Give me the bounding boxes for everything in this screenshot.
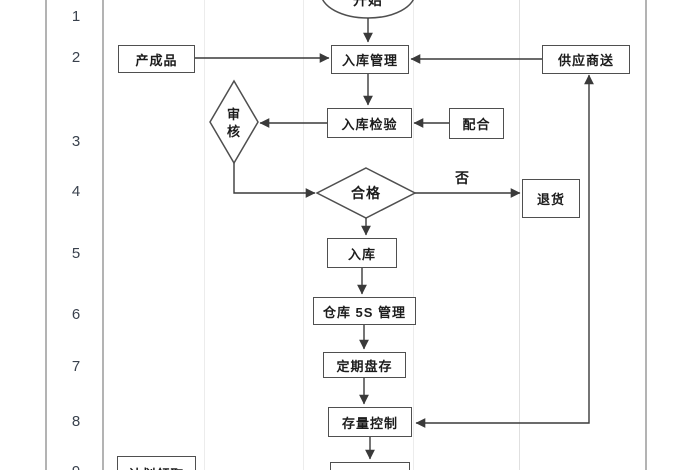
lane-number: 7	[71, 358, 81, 375]
grid-column-line	[413, 0, 414, 470]
node-inbound-management: 入库管理	[331, 45, 409, 74]
grid-column-line	[204, 0, 205, 470]
lane-number: 8	[71, 413, 81, 430]
review-decision-shape	[209, 79, 259, 165]
grid-border-left	[45, 0, 47, 470]
connector-review-to-qualified	[233, 163, 316, 198]
node-cooperate: 配合	[449, 108, 504, 139]
node-stock-control: 存量控制	[328, 407, 412, 437]
node-inbound-inspection: 入库检验	[327, 108, 412, 138]
lane-number: 5	[71, 245, 81, 262]
lane-number: 1	[71, 8, 81, 25]
lane-number: 2	[71, 49, 81, 66]
node-supplier-delivery: 供应商送	[542, 45, 630, 74]
node-return-goods: 退货	[522, 179, 580, 218]
grid-column-line	[303, 0, 304, 470]
lane-number: 4	[71, 183, 81, 200]
node-warehouse-5s-management: 仓库 5S 管理	[313, 297, 416, 325]
node-periodic-stocktaking: 定期盘存	[323, 352, 406, 378]
lane-number: 9	[65, 462, 87, 470]
connector-stock-control-supplier-delivery-two-way	[415, 74, 594, 428]
start-terminator-shape	[322, 0, 414, 19]
lane-number: 6	[71, 306, 81, 323]
grid-border-right	[645, 0, 647, 470]
node-next-step	[330, 462, 410, 470]
node-finished-goods: 产成品	[118, 45, 195, 73]
grid-border-number-column	[102, 0, 104, 470]
edge-label-no: 否	[455, 170, 469, 186]
qualified-decision-shape	[315, 167, 417, 219]
lane-number: 3	[71, 133, 81, 150]
node-put-in-storage: 入库	[327, 238, 397, 268]
node-plan-pickup: 计划领取	[117, 456, 196, 470]
